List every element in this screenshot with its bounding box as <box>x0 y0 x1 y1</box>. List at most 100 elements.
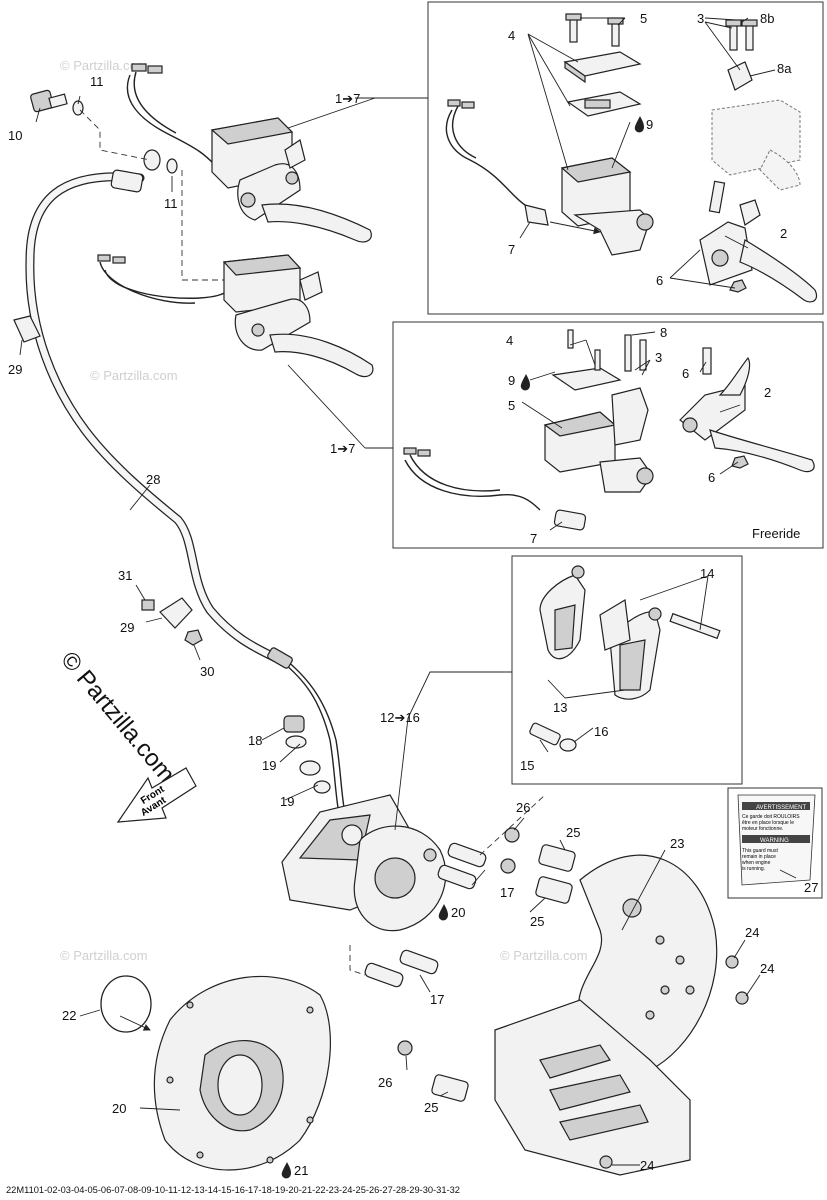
callout-10: 10 <box>8 128 22 143</box>
watermark: © Partzilla.com <box>60 948 148 963</box>
brake-rotor <box>153 975 331 1171</box>
callout-26: 26 <box>378 1075 392 1090</box>
sealing-washer <box>72 100 84 116</box>
callout-5: 5 <box>640 11 647 26</box>
rotor-guard <box>494 854 718 1176</box>
callout-25: 25 <box>530 914 544 929</box>
warning-header-fr: AVERTISSEMENT <box>756 805 806 811</box>
master-cylinder-ghost-clamp <box>711 19 801 191</box>
callout-27: 27 <box>804 880 818 895</box>
partzilla-watermark-large: © Partzilla.com <box>55 647 180 788</box>
fluid-drop-icon <box>281 1162 291 1179</box>
callout-24: 24 <box>745 925 759 940</box>
caliper-fittings <box>283 715 331 794</box>
warning-text: moteur fonctionne. <box>742 826 783 832</box>
callout-11: 11 <box>90 74 104 89</box>
callout-20: 20 <box>451 905 465 920</box>
guard-spacers <box>397 827 749 1169</box>
callout-23: 23 <box>670 836 684 851</box>
callout-1-7: 1➔7 <box>330 441 355 456</box>
fluid-drop-icon <box>634 116 644 133</box>
bleeder-screw <box>529 722 577 752</box>
callout-18: 18 <box>248 733 262 748</box>
callout-19: 19 <box>280 794 294 809</box>
master-cylinder-assembly-mid <box>97 254 374 378</box>
warning-text: is running. <box>742 866 765 872</box>
callout-8a: 8a <box>777 61 792 76</box>
brake-pads <box>539 565 721 700</box>
callout-29: 29 <box>120 620 134 635</box>
callout-1-7: 1➔7 <box>335 91 360 106</box>
callout-16: 16 <box>594 724 608 739</box>
warning-text: être en place lorsque le <box>742 820 794 826</box>
callout-5: 5 <box>508 398 515 413</box>
callout-12-16: 12➔16 <box>380 710 420 725</box>
callout-2: 2 <box>764 385 771 400</box>
freeride-lever <box>679 347 815 473</box>
brake-lever-exploded <box>699 180 818 303</box>
sealing-washer <box>166 158 178 174</box>
warning-text: This guard must <box>742 848 778 854</box>
callout-7: 7 <box>530 531 537 546</box>
hose-banjo <box>143 149 161 171</box>
callout-28: 28 <box>146 472 160 487</box>
callout-4: 4 <box>508 28 515 43</box>
callout-4: 4 <box>506 333 513 348</box>
callout-8: 8 <box>660 325 667 340</box>
callout-26: 26 <box>516 800 530 815</box>
watermark: © Partzilla.com <box>60 58 148 73</box>
callout-9: 9 <box>646 117 653 132</box>
callout-22: 22 <box>62 1008 76 1023</box>
callout-11: 11 <box>164 196 178 211</box>
callout-3: 3 <box>655 350 662 365</box>
watermark: © Partzilla.com <box>90 368 178 383</box>
callout-17: 17 <box>500 885 514 900</box>
callout-7: 7 <box>508 242 515 257</box>
callout-19: 19 <box>262 758 276 773</box>
brake-line-rigid <box>279 659 341 821</box>
warning-text: Ce garde doit ROULOIRS <box>742 814 800 820</box>
callout-15: 15 <box>520 758 534 773</box>
brake-caliper <box>281 794 447 932</box>
callout-30: 30 <box>200 664 214 679</box>
hose-fitting <box>267 647 293 669</box>
callout-6: 6 <box>656 273 663 288</box>
callout-20: 20 <box>112 1101 126 1116</box>
callout-25: 25 <box>424 1100 438 1115</box>
warning-text: when engine <box>742 860 771 866</box>
callout-8b: 8b <box>760 11 774 26</box>
master-cylinder-exploded <box>445 13 654 256</box>
front-direction-arrow: Front Avant <box>116 767 197 823</box>
callout-31: 31 <box>118 568 132 583</box>
banjo-bolt-top <box>30 89 178 174</box>
callout-3: 3 <box>697 11 704 26</box>
freeride-master-cylinder <box>403 329 654 531</box>
master-cylinder-assembly-top <box>126 63 372 243</box>
warning-header-en: WARNING <box>760 838 789 844</box>
callout-25: 25 <box>566 825 580 840</box>
callout-17: 17 <box>430 992 444 1007</box>
warning-text: remain in place <box>742 854 776 860</box>
brake-hose <box>25 172 285 665</box>
freeride-label: Freeride <box>752 526 800 541</box>
watermark: © Partzilla.com <box>500 948 588 963</box>
callout-9: 9 <box>508 373 515 388</box>
callout-2: 2 <box>780 226 787 241</box>
diagram-reference-code: 22M1101-02-03-04-05-06-07-08-09-10-11-12… <box>6 1185 460 1195</box>
callout-13: 13 <box>553 700 567 715</box>
hose-fitting-top <box>110 169 144 193</box>
callout-6: 6 <box>708 470 715 485</box>
fluid-drop-icon <box>438 904 448 921</box>
o-ring <box>100 975 152 1033</box>
callout-29: 29 <box>8 362 22 377</box>
callout-6: 6 <box>682 366 689 381</box>
callout-24: 24 <box>760 961 774 976</box>
fluid-drop-icon <box>520 374 530 391</box>
callout-24: 24 <box>640 1158 654 1173</box>
callout-14: 14 <box>700 566 714 581</box>
hose-clamp <box>13 315 203 646</box>
caliper-bolts <box>364 842 487 988</box>
warning-decal: AVERTISSEMENT Ce garde doit ROULOIRS êtr… <box>737 794 816 886</box>
callout-21: 21 <box>294 1163 308 1178</box>
